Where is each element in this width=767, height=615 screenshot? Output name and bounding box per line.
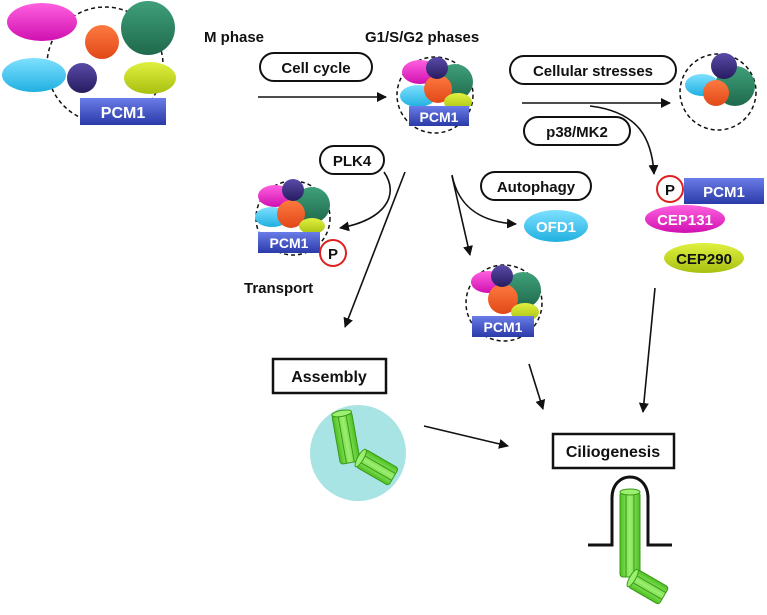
stressed-satellite-complex xyxy=(679,53,757,131)
basal-daughter-centriole xyxy=(626,568,669,605)
ciliary-membrane xyxy=(588,475,672,547)
mother-centriole xyxy=(331,409,361,465)
phospho-badge xyxy=(656,175,684,203)
protein-orange xyxy=(703,80,729,106)
satellite-boundary xyxy=(255,180,331,256)
protein-orange xyxy=(488,284,518,314)
phospho-pcm1-cep131-group: PCM1 P CEP131 CEP290 xyxy=(645,175,764,273)
autophagy-down-arrow xyxy=(451,175,473,256)
satellite-boundary xyxy=(396,56,474,134)
phospho-label: P xyxy=(665,182,675,199)
daughter-centriole xyxy=(354,448,398,486)
centriole-pair xyxy=(310,405,406,501)
pcm1-box xyxy=(409,106,469,126)
ofd1-label: OFD1 xyxy=(536,219,576,236)
plk4-label: PLK4 xyxy=(333,153,372,170)
p38-mk2-pill xyxy=(523,116,631,146)
protein-magenta xyxy=(7,3,77,41)
protein-orange xyxy=(424,75,452,103)
protein-orange xyxy=(85,25,119,59)
phospho-label: P xyxy=(328,246,338,263)
protein-purple xyxy=(491,265,513,287)
assembly-to-cilio-arrow xyxy=(423,425,509,449)
protein-lime xyxy=(124,62,176,94)
axoneme xyxy=(619,491,641,578)
clustered-satellite-complex: PCM1 xyxy=(396,56,474,134)
transport-label: Transport xyxy=(244,280,313,297)
pcm1-label: PCM1 xyxy=(270,235,309,251)
autophagy-pill xyxy=(480,171,592,201)
transport-satellite-complex: PCM1 P xyxy=(255,179,347,267)
pcm1-label: PCM1 xyxy=(101,105,146,122)
cep290-shape xyxy=(664,243,744,273)
cep290-label: CEP290 xyxy=(676,251,732,268)
pcm1-label: PCM1 xyxy=(484,319,523,335)
cell-cycle-pill xyxy=(259,52,373,82)
satellite-boundary xyxy=(679,53,757,131)
dispersed-satellite-complex: PCM1 xyxy=(2,1,176,125)
cep-to-cilio-arrow xyxy=(638,287,656,413)
cellular-stresses-label: Cellular stresses xyxy=(533,63,653,80)
ofd1-shape xyxy=(524,210,588,242)
protein-lime xyxy=(299,218,325,234)
protein-orange xyxy=(277,200,305,228)
pcm1-label: PCM1 xyxy=(420,109,459,125)
cep131-label: CEP131 xyxy=(657,212,713,229)
cellular-stresses-pill xyxy=(509,55,677,85)
phospho-badge xyxy=(319,239,347,267)
protein-purple xyxy=(711,53,737,79)
ciliogenesis-label: Ciliogenesis xyxy=(566,444,660,461)
g1-phases-label: G1/S/G2 phases xyxy=(365,29,479,46)
plk4-arrow xyxy=(339,171,391,232)
remaining-to-cilio-arrow xyxy=(528,363,546,410)
protein-cyan xyxy=(2,58,66,92)
pcm1-label: PCM1 xyxy=(703,184,745,201)
assembly-label: Assembly xyxy=(291,369,367,386)
protein-purple xyxy=(67,63,97,93)
protein-purple xyxy=(426,57,448,79)
cell-cycle-label: Cell cycle xyxy=(281,60,350,77)
ciliogenesis-box xyxy=(551,432,676,470)
pcm1-box xyxy=(472,316,534,337)
pcm1-box xyxy=(684,178,764,204)
p38-mk2-label: p38/MK2 xyxy=(546,124,608,141)
p38-arrow xyxy=(589,105,659,175)
plk4-pill xyxy=(319,145,385,175)
autophagy-label: Autophagy xyxy=(497,179,576,196)
protein-teal xyxy=(121,1,175,55)
primary-cilium xyxy=(588,475,672,605)
to-assembly-arrow xyxy=(343,171,406,328)
pcm1-box xyxy=(258,232,320,253)
m-phase-label: M phase xyxy=(204,29,264,46)
protein-purple xyxy=(282,179,304,201)
cep131-shape xyxy=(645,205,725,233)
assembly-box xyxy=(271,357,388,395)
remaining-satellite-complex: PCM1 xyxy=(465,264,543,342)
satellite-boundary xyxy=(465,264,543,342)
pcm1-box xyxy=(80,98,166,125)
